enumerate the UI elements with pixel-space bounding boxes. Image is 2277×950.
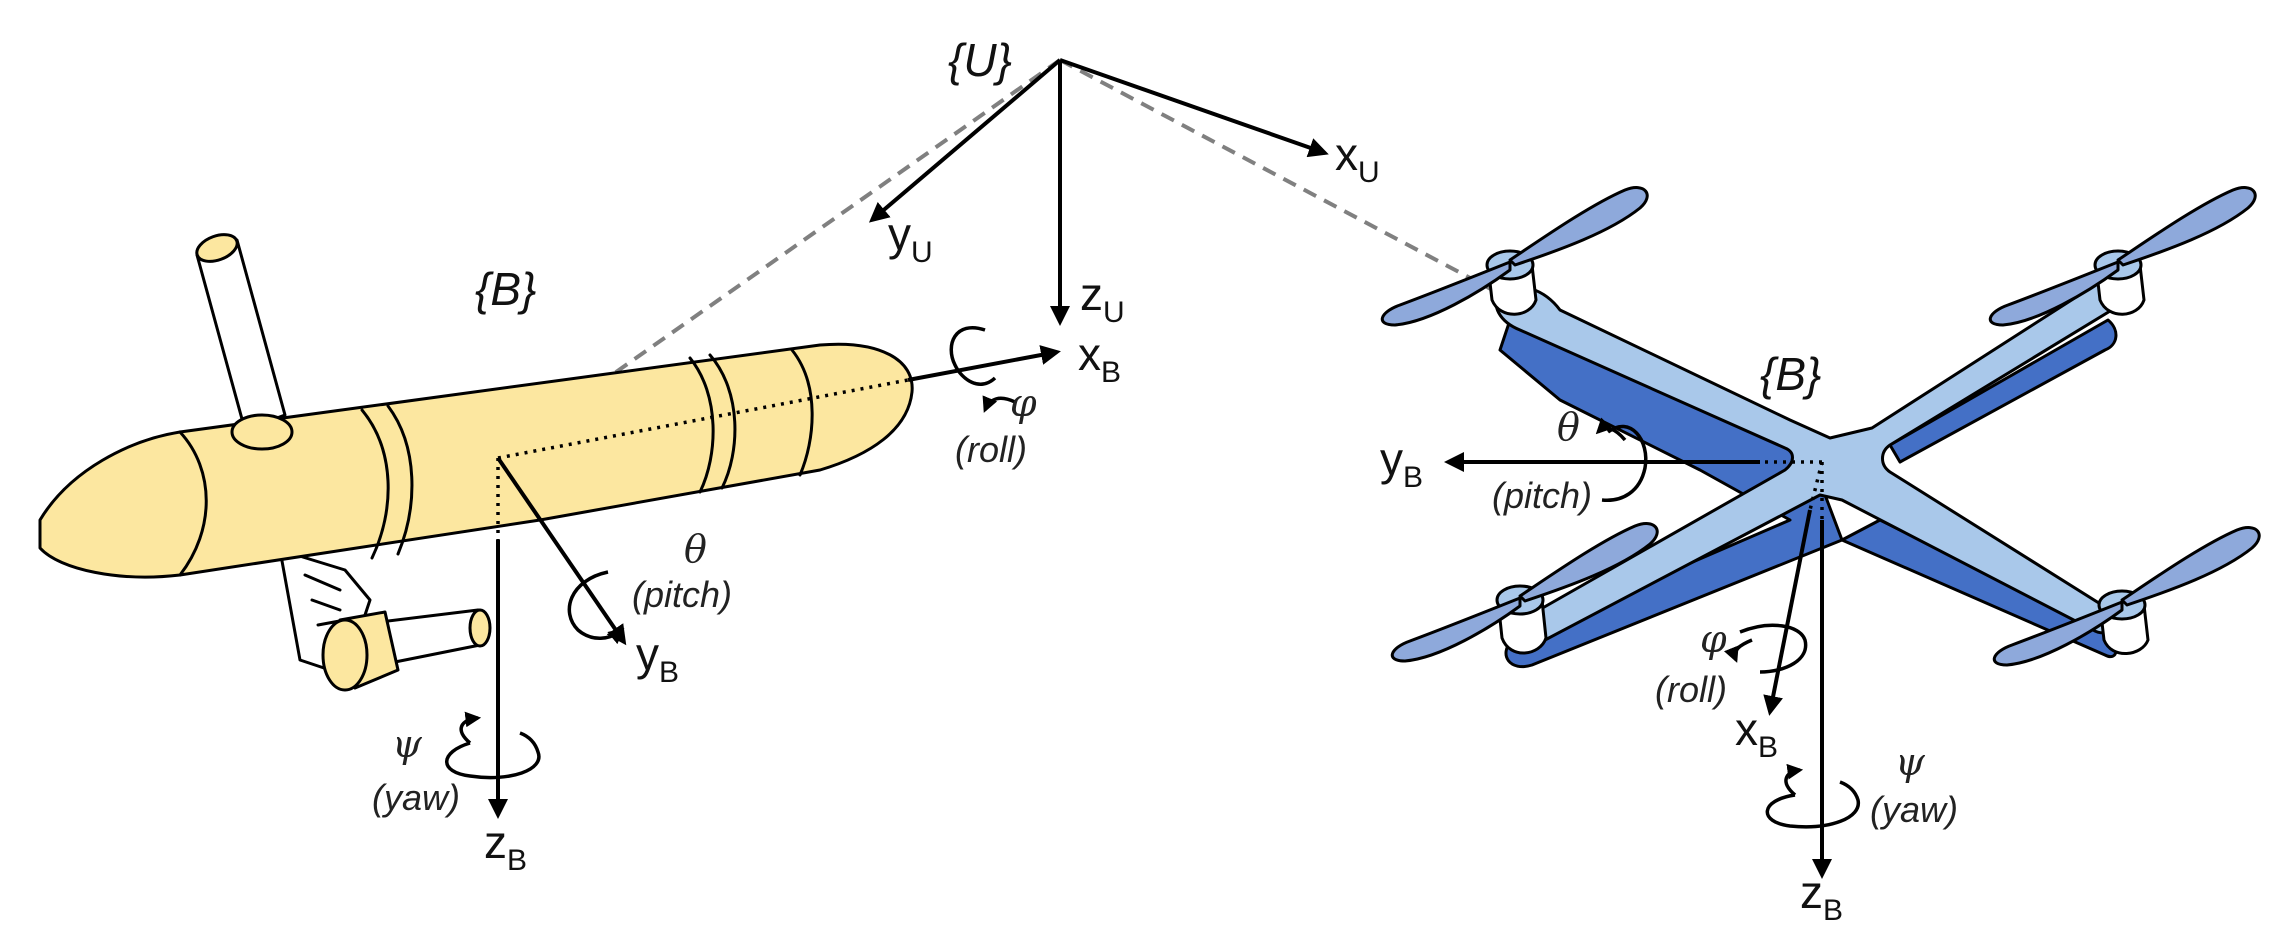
quad-x-axis — [1763, 509, 1812, 716]
auv-hull-bands — [178, 348, 814, 577]
quad-yaw-rotation-icon-head — [1784, 763, 1804, 797]
universal-z-label: zU — [1080, 268, 1125, 329]
quad-yaw-rotation-icon — [1765, 780, 1860, 829]
quad-z-label: zB — [1800, 866, 1843, 927]
auv-pitch-label: (pitch) — [632, 574, 732, 615]
auv-yaw-rotation-icon-head — [459, 711, 482, 745]
quad-yaw-label: (yaw) — [1870, 789, 1958, 830]
auv-roll-symbol: φ — [1010, 381, 1037, 425]
auv-roll-rotation-icon — [949, 326, 997, 386]
auv-mast-base — [230, 413, 294, 451]
auv-x-axis — [907, 345, 1061, 382]
universal-y-axis — [868, 58, 1062, 223]
quad-pitch-symbol: θ — [1557, 405, 1580, 449]
universal-x-label: xU — [1335, 128, 1380, 189]
auv-dotted-guides — [496, 378, 909, 540]
quad-roll-label: (roll) — [1655, 669, 1727, 710]
quad-roll-rotation-icon — [1739, 623, 1808, 674]
quad-frame-shadow — [1498, 318, 1844, 668]
quad-pitch-label: (pitch) — [1492, 475, 1592, 516]
quad-frame-label: {B} — [1760, 348, 1821, 400]
quad-pitch-rotation-icon — [1601, 424, 1648, 502]
auv-roll-label: (roll) — [955, 429, 1027, 470]
quad-roll-symbol: φ — [1700, 617, 1727, 661]
auv-z-label: zB — [484, 816, 527, 877]
universal-frame-label: {U} — [948, 34, 1012, 86]
quad-x-label: xB — [1735, 703, 1778, 764]
propeller-front-right — [1993, 526, 2261, 667]
auv-mast — [195, 233, 287, 432]
auv-frame-label: {B} — [475, 263, 536, 315]
quad-pitch-rotation-icon-head — [1595, 417, 1627, 442]
auv-yaw-symbol: ψ — [392, 722, 423, 766]
propeller-front-left — [1391, 522, 1659, 663]
auv-thruster — [321, 608, 492, 692]
universal-frame — [868, 58, 1329, 326]
aerial-vehicle — [1381, 186, 2261, 879]
quad-dotted-guides — [1760, 460, 1824, 520]
auv-hull — [38, 342, 914, 579]
quad-roll-rotation-icon-head — [1724, 638, 1753, 663]
universal-y-label: yU — [888, 208, 933, 269]
quad-frame-shadow-3 — [1888, 318, 2118, 464]
quad-yaw-symbol: ψ — [1895, 740, 1926, 784]
auv-pitch-symbol: θ — [684, 527, 707, 571]
quad-propellers — [1381, 186, 2261, 667]
propeller-back-left — [1381, 186, 1649, 327]
propeller-back-right — [1989, 186, 2257, 327]
universal-x-axis — [1059, 58, 1329, 158]
auv-pitch-rotation-icon — [567, 570, 625, 645]
quad-y-label: yB — [1380, 433, 1423, 494]
auv-y-label: yB — [636, 628, 679, 689]
auv-x-label: xB — [1078, 328, 1121, 389]
auv-y-axis — [496, 456, 627, 646]
auv-roll-rotation-icon-lower — [982, 395, 1016, 413]
auv-yaw-label: (yaw) — [372, 777, 460, 818]
auv-yaw-rotation-icon — [445, 731, 541, 780]
underwater-vehicle — [38, 233, 1061, 819]
